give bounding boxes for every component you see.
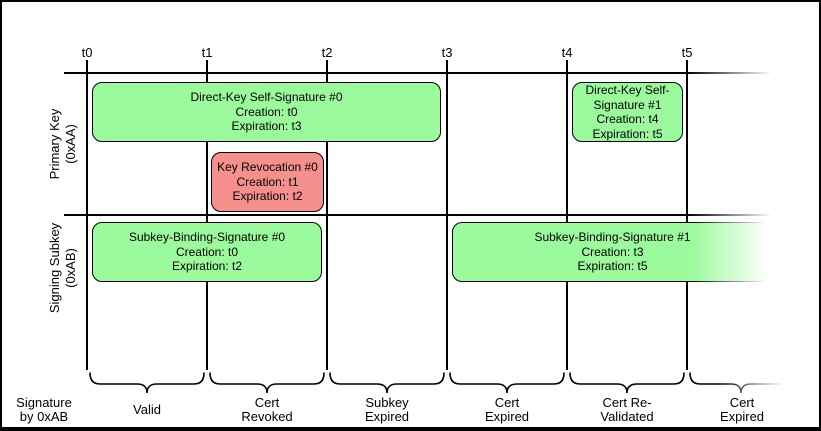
period-label-line: Subkey	[365, 394, 409, 410]
row-label-primary-key-id: (0xAA)	[63, 124, 78, 164]
period-braces	[89, 372, 793, 394]
period-label-line: Cert	[254, 394, 280, 410]
tick-label-t2: t2	[321, 45, 333, 60]
box-expiration: Expiration: t2	[232, 189, 303, 204]
brace-subkey-expired	[329, 372, 445, 394]
tick-label-t3: t3	[441, 45, 453, 60]
box-creation: Creation: t4	[596, 112, 659, 126]
box-title: Subkey-Binding-Signature #1	[534, 230, 691, 245]
row-label-signing-subkey: Signing Subkey (0xAB)	[47, 208, 81, 328]
signature-axis-label: Signature by 0xAB	[8, 395, 80, 425]
period-label-line: Cert	[729, 394, 755, 410]
box-creation: Creation: t1	[236, 174, 299, 189]
row-label-primary-key: Primary Key (0xAA)	[47, 84, 81, 204]
key-revocation-0-box: Key Revocation #0 Creation: t1 Expiratio…	[211, 152, 324, 212]
period-label-valid: Valid	[92, 395, 202, 425]
box-expiration: Expiration: t2	[171, 259, 243, 274]
brace-cert-expired	[449, 372, 565, 394]
period-label-line: Cert Re-	[602, 394, 652, 410]
primary-key-timeline	[64, 72, 772, 74]
period-label-line: Revoked	[241, 409, 293, 424]
direct-key-self-signature-0-box: Direct-Key Self-Signature #0 Creation: t…	[92, 82, 441, 142]
brace-cert-revoked	[209, 372, 325, 394]
box-expiration: Expiration: t5	[577, 259, 648, 274]
brace-cert-revalidated	[569, 372, 685, 394]
period-label-line: Expired	[364, 409, 410, 424]
period-label-line: Validated	[600, 409, 654, 424]
period-label-cert-expired: Cert Expired	[452, 395, 562, 425]
period-label-cert-revalidated: Cert Re- Validated	[572, 395, 682, 425]
signature-axis-label-line1: Signature	[16, 394, 72, 410]
fade-out-edge	[691, 220, 775, 284]
brace-valid	[89, 372, 205, 394]
subkey-binding-signature-1-box: Subkey-Binding-Signature #1 Creation: t3…	[452, 220, 775, 284]
box-expiration: Expiration: t3	[231, 119, 302, 134]
row-label-signing-subkey-id: (0xAB)	[63, 248, 78, 288]
box-title: Direct-Key Self-Signature #0	[190, 90, 343, 105]
period-label-cert-expired-2: Cert Expired	[687, 395, 797, 425]
box-creation: Creation: t0	[235, 104, 298, 119]
brace-cert-expired-2	[689, 372, 793, 394]
tick-label-t1: t1	[201, 45, 213, 60]
tick-label-t5: t5	[681, 45, 693, 60]
period-label-line: Cert	[494, 394, 520, 410]
signing-subkey-timeline	[64, 214, 772, 216]
subkey-binding-signature-0-box: Subkey-Binding-Signature #0 Creation: t0…	[92, 222, 322, 282]
row-label-signing-subkey-name: Signing Subkey	[47, 222, 62, 314]
period-label-line: Expired	[719, 409, 765, 424]
tick-label-t4: t4	[561, 45, 573, 60]
signature-axis-label-line2: by 0xAB	[19, 409, 69, 424]
period-label-line: Expired	[484, 409, 530, 424]
period-label-subkey-expired: Subkey Expired	[332, 395, 442, 425]
box-title: Direct-Key Self-Signature #1	[585, 83, 670, 112]
tick-label-t0: t0	[81, 45, 93, 60]
box-title: Key Revocation #0	[217, 160, 318, 175]
box-title: Subkey-Binding-Signature #0	[128, 230, 286, 245]
box-creation: Creation: t3	[581, 244, 644, 259]
row-label-primary-key-name: Primary Key	[47, 108, 62, 180]
box-creation: Creation: t0	[175, 244, 239, 259]
direct-key-self-signature-1-box: Direct-Key Self-Signature #1 Creation: t…	[572, 82, 683, 142]
period-label-line: Valid	[133, 401, 161, 417]
box-expiration: Expiration: t5	[592, 126, 663, 141]
period-label-cert-revoked: Cert Revoked	[212, 395, 322, 425]
